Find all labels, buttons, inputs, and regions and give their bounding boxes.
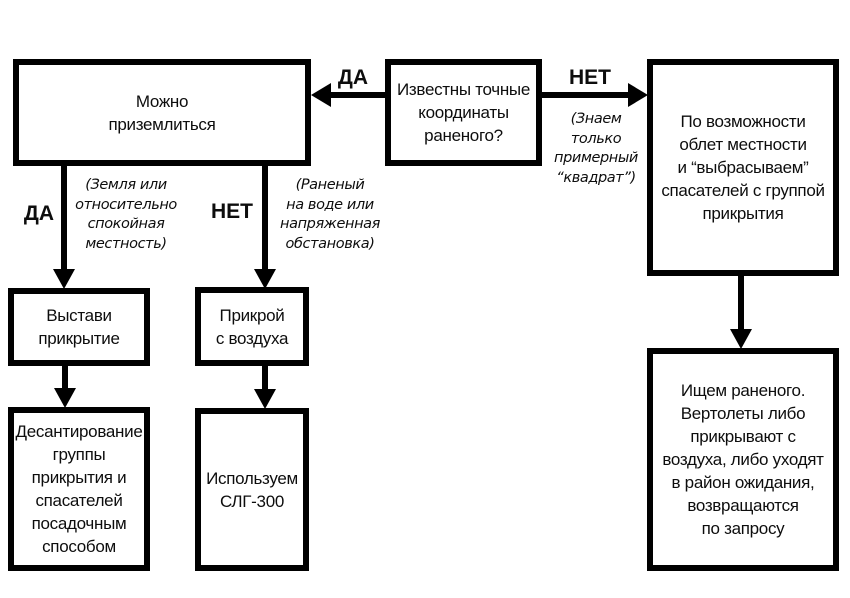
arrow-line-decision-to-overfly bbox=[540, 92, 629, 98]
arrow-head-left-icon bbox=[311, 83, 331, 107]
arrow-head-down-icon bbox=[54, 388, 76, 408]
box-cover-from-air: Прикрой с воздуха bbox=[195, 287, 309, 366]
box-overfly-area: По возможности облет местности и “выбрас… bbox=[647, 59, 839, 276]
arrow-head-down-icon bbox=[730, 329, 752, 349]
arrow-head-down-icon bbox=[53, 269, 75, 289]
arrow-line-decision-to-can-land bbox=[329, 92, 387, 98]
label-yes-left-branch: ДА bbox=[23, 202, 55, 225]
box-set-cover: Выстави прикрытие bbox=[8, 288, 150, 366]
note-approx-square: (Знаем только примерный “квадрат”) bbox=[554, 111, 638, 186]
box-use-slg-300: Используем СЛГ-300 bbox=[195, 408, 309, 571]
label-no-left-branch: НЕТ bbox=[211, 200, 253, 223]
label-no-top: НЕТ bbox=[569, 66, 611, 89]
arrow-head-down-icon bbox=[254, 389, 276, 409]
arrow-line-setcover-to-landing bbox=[62, 360, 68, 390]
arrow-head-down-icon bbox=[254, 269, 276, 289]
arrow-line-canland-to-aircover bbox=[262, 160, 268, 270]
box-decision-coords-known: Известны точные координаты раненого? bbox=[385, 59, 542, 166]
arrow-head-right-icon bbox=[628, 83, 648, 107]
box-can-land: Можно приземлиться bbox=[13, 59, 311, 166]
arrow-line-overfly-to-search bbox=[738, 270, 744, 330]
arrow-line-canland-to-setcover bbox=[61, 160, 67, 270]
arrow-line-aircover-to-slg bbox=[262, 360, 268, 391]
box-search-wounded: Ищем раненого. Вертолеты либо прикрывают… bbox=[647, 348, 839, 571]
label-yes-top: ДА bbox=[337, 66, 369, 89]
note-calm-terrain: (Земля или относительно спокойная местно… bbox=[75, 177, 177, 252]
note-water-or-tense: (Раненый на воде или напряженная обстано… bbox=[280, 177, 380, 252]
box-landing-method: Десантирование группы прикрытия и спасат… bbox=[8, 407, 150, 571]
